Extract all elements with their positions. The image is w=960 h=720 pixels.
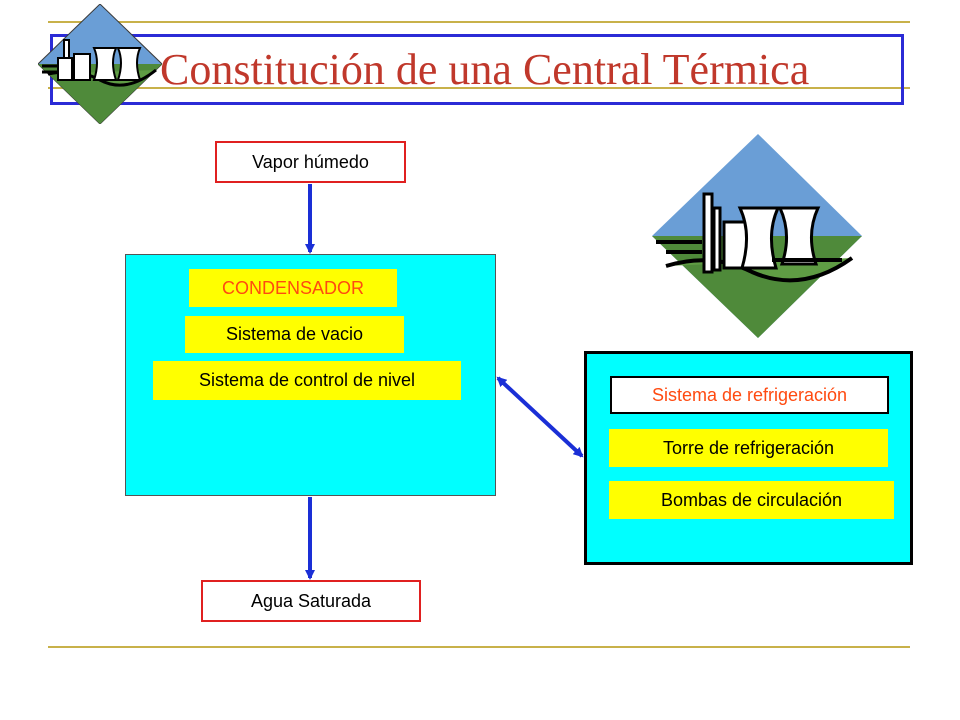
refrigeration-heading: Sistema de refrigeración	[610, 376, 889, 414]
refrigeration-item-torre: Torre de refrigeración	[609, 429, 888, 467]
condenser-heading: CONDENSADOR	[189, 269, 397, 307]
input-vapor-humedo: Vapor húmedo	[215, 141, 406, 183]
page-title: Constitución de una Central Térmica	[160, 45, 810, 94]
arrow-condenser-refrigeration	[496, 376, 584, 458]
power-plant-icon	[38, 4, 162, 124]
top-rule-2	[48, 87, 910, 89]
output-agua-saturada: Agua Saturada	[201, 580, 421, 622]
bottom-rule	[48, 646, 910, 648]
power-plant-icon-large	[652, 134, 862, 338]
top-rule-1	[48, 21, 910, 23]
refrigeration-item-bombas: Bombas de circulación	[609, 481, 894, 519]
condenser-item-control-nivel: Sistema de control de nivel	[153, 361, 461, 400]
condenser-item-vacio: Sistema de vacio	[185, 316, 404, 353]
